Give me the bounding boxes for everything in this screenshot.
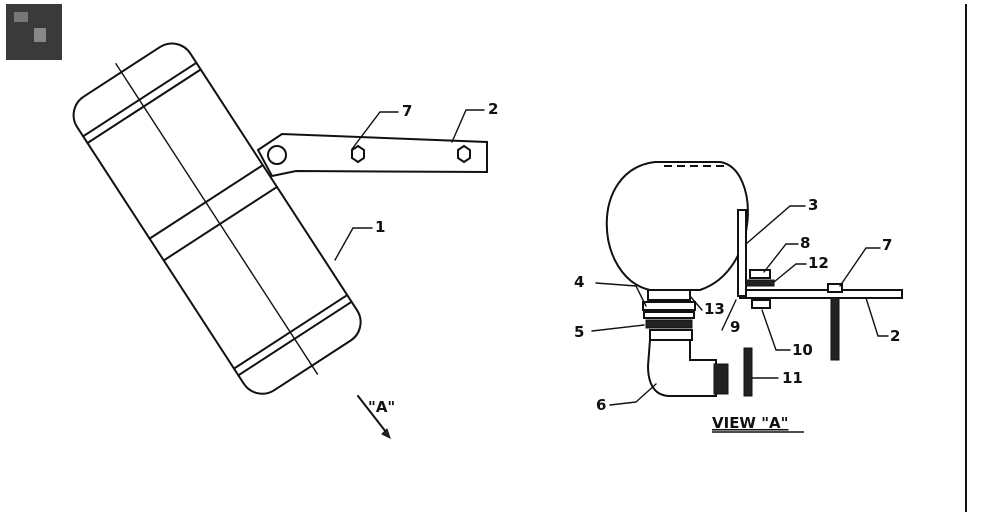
elbow-6	[646, 339, 717, 397]
hex-bolt-head	[351, 144, 365, 164]
adapter	[649, 329, 693, 341]
callout-12: 12	[808, 254, 829, 272]
fitting-13	[647, 289, 691, 301]
callout-5: 5	[574, 323, 584, 341]
callout-1: 1	[375, 218, 385, 236]
view-a-detail: 3 8 12 7 2 10 11 9 13 4 5 6 VIEW "A"	[574, 161, 903, 433]
view-caption: VIEW "A"	[712, 414, 788, 432]
tank-cross-section	[605, 161, 749, 291]
mounting-bracket	[256, 132, 488, 178]
tank-body	[72, 42, 362, 395]
callout-3: 3	[808, 196, 818, 214]
washer	[643, 311, 695, 319]
scan-speckle	[14, 12, 28, 22]
view-a-label: "A"	[368, 398, 395, 416]
nut-8	[749, 269, 771, 279]
callout-4: 4	[574, 273, 584, 291]
bracket-upright	[737, 209, 747, 297]
callout-8: 8	[800, 234, 810, 252]
callout-6: 6	[596, 396, 606, 414]
washer-12	[745, 279, 775, 287]
callout-10: 10	[792, 341, 813, 359]
callout-11: 11	[782, 369, 803, 387]
elbow-threads	[713, 363, 729, 395]
callout-7: 7	[402, 102, 412, 120]
strap-11	[743, 347, 753, 397]
scan-speckle	[34, 28, 46, 42]
nut-4	[642, 301, 696, 311]
callout-2: 2	[890, 327, 900, 345]
callout-7: 7	[882, 236, 892, 254]
tank-assembly: 7 2 1	[72, 42, 498, 395]
bolt-shank	[830, 297, 840, 361]
callout-2: 2	[488, 100, 498, 118]
hex-bolt-head	[457, 144, 471, 164]
bolt-head-7	[827, 283, 843, 293]
callout-13: 13	[704, 300, 725, 318]
view-a-arrow: "A"	[357, 395, 395, 439]
gasket-5	[645, 319, 693, 329]
bracket-arm	[739, 289, 903, 299]
callout-9: 9	[730, 318, 740, 336]
nut-10	[751, 299, 771, 309]
